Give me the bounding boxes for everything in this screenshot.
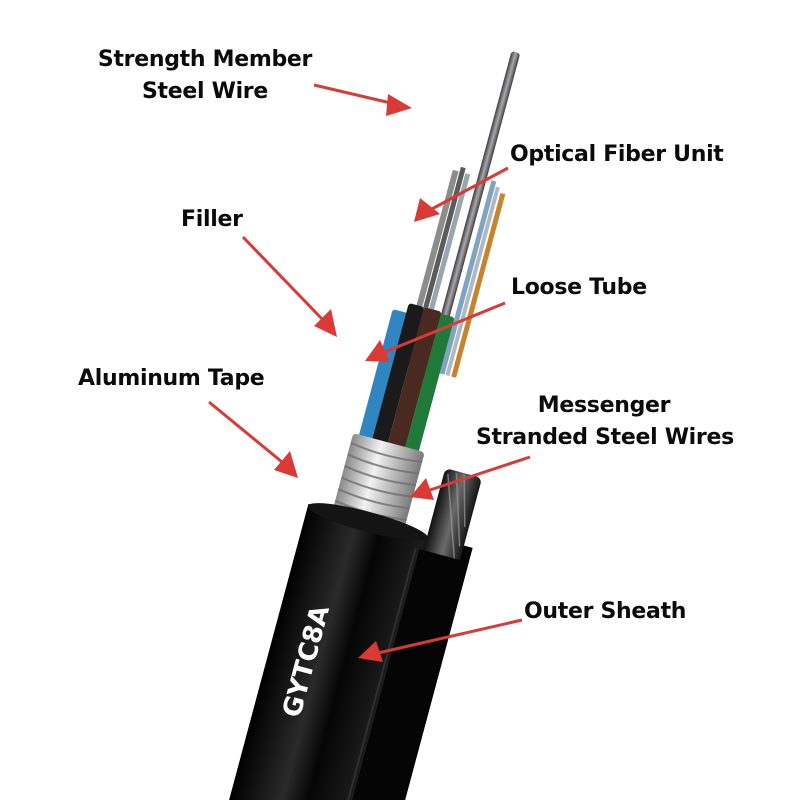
arrow-strength-member: [313, 83, 412, 116]
messenger-steel-wires: [423, 469, 481, 564]
arrow-outer-sheath: [358, 618, 523, 662]
label-outer-sheath: Outer Sheath: [524, 596, 686, 628]
label-optical-fiber-unit: Optical Fiber Unit: [510, 139, 724, 171]
arrow-optical-fiber-unit: [414, 166, 509, 222]
arrow-messenger: [410, 455, 531, 500]
label-line: Aluminum Tape: [78, 366, 265, 391]
label-line: Loose Tube: [511, 275, 647, 300]
optical-fibers: [401, 166, 506, 378]
loose-tube-brown: [386, 307, 442, 457]
cable-body: GYTC8A: [223, 51, 520, 804]
loose-tube-blue: [357, 309, 408, 448]
label-loose-tube: Loose Tube: [511, 272, 647, 304]
label-line: Optical Fiber Unit: [510, 142, 724, 167]
label-line: Messenger: [537, 393, 671, 418]
arrow-filler: [241, 235, 337, 337]
label-aluminum-tape: Aluminum Tape: [78, 363, 265, 395]
label-filler: Filler: [181, 204, 243, 236]
label-line: Filler: [181, 207, 243, 232]
callout-arrows: [208, 83, 531, 662]
label-line: Strength Member: [97, 47, 313, 72]
label-strength-member: Strength Member Steel Wire: [96, 44, 314, 108]
label-line: Stranded Steel Wires: [476, 425, 734, 450]
label-line: Outer Sheath: [524, 599, 687, 624]
messenger-sheath: [337, 549, 469, 804]
strength-member-wire: [424, 51, 520, 382]
loose-tube-green: [403, 314, 455, 460]
arrow-aluminum-tape: [208, 400, 298, 478]
label-messenger: Messenger Stranded Steel Wires: [476, 390, 734, 454]
arrow-loose-tube: [365, 301, 506, 362]
label-line: Steel Wire: [142, 79, 268, 104]
